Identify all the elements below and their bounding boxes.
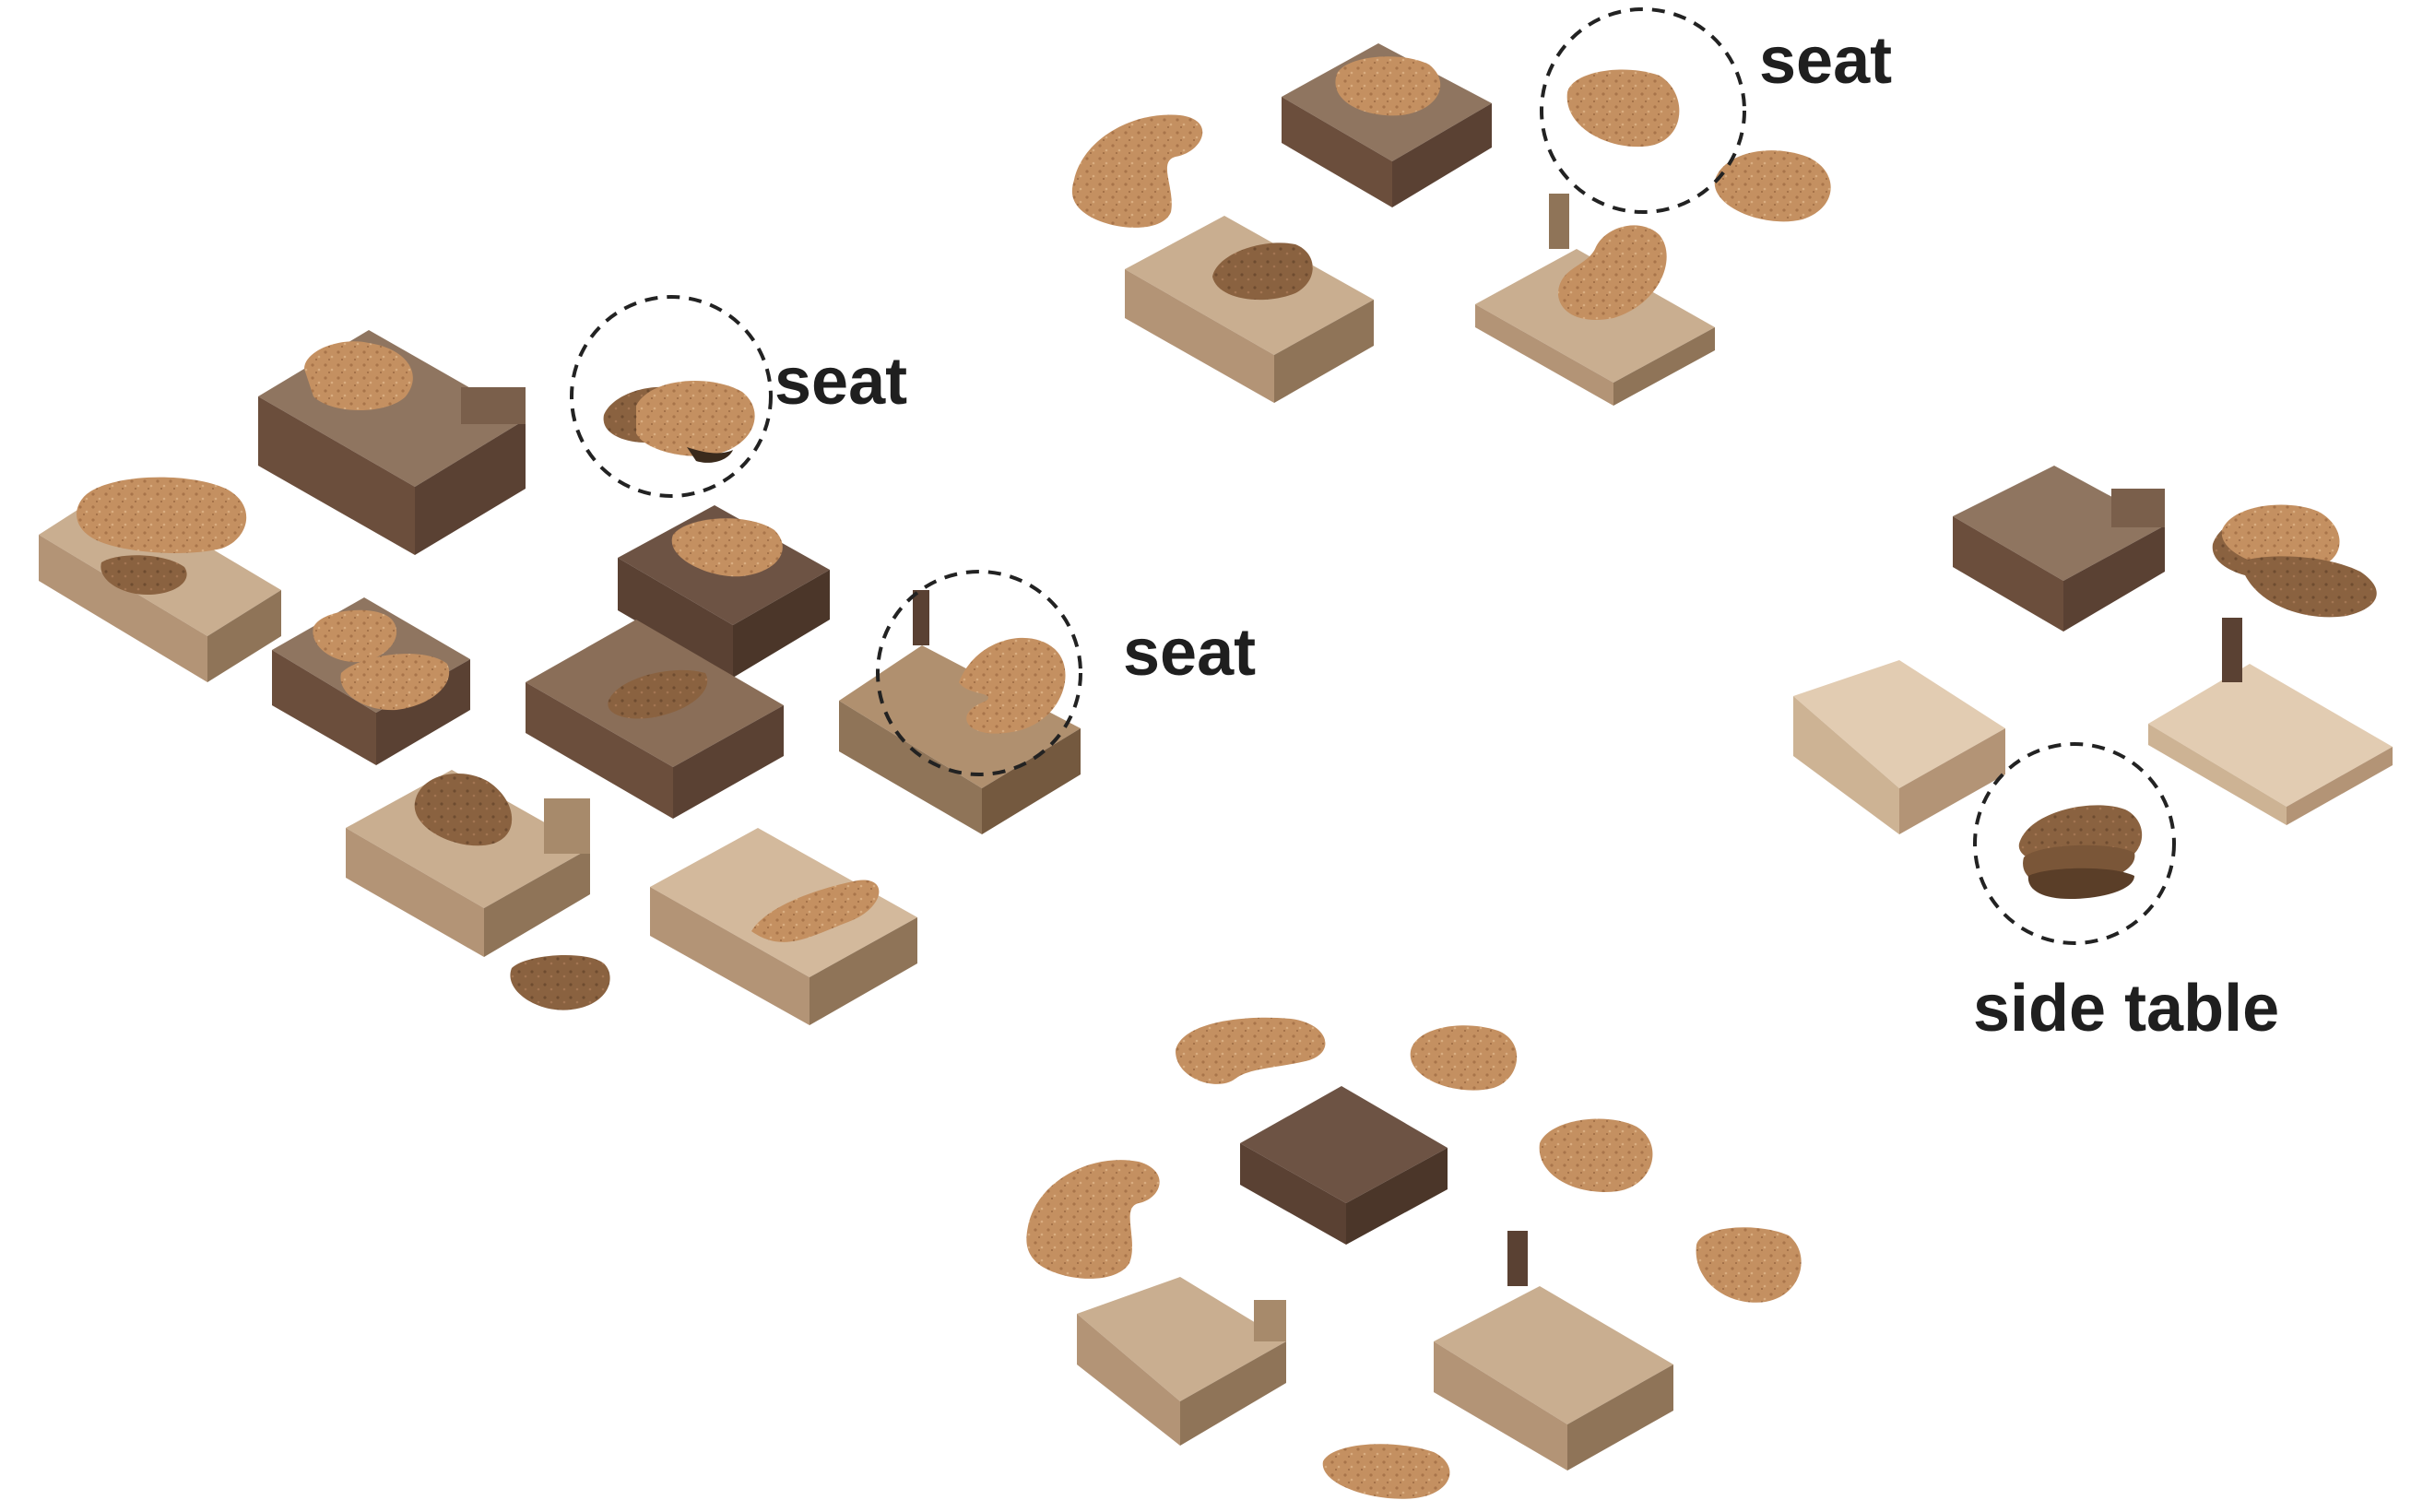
label-side-table: side table <box>1973 975 2279 1042</box>
cork-pad <box>1696 1227 1802 1303</box>
wood-block <box>1282 43 1492 207</box>
wood-block <box>258 330 526 555</box>
cork-stack <box>2019 805 2142 899</box>
label-seat-left-lower: seat <box>1123 620 1256 686</box>
wood-block <box>1434 1231 1673 1471</box>
wood-block <box>1077 1277 1286 1446</box>
bottom-arrangement <box>1026 1018 1801 1499</box>
label-seat-top: seat <box>1759 28 1892 94</box>
wood-block <box>272 597 470 765</box>
wood-block <box>839 590 1081 834</box>
cork-pad <box>1176 1018 1325 1084</box>
wood-block <box>1793 660 2005 834</box>
cork-pad <box>1323 1444 1450 1498</box>
top-arrangement <box>1072 43 1831 406</box>
cork-pad <box>1540 1119 1653 1192</box>
cork-pad <box>1026 1160 1159 1279</box>
cork-pad <box>1072 114 1202 227</box>
cork-pad <box>1567 70 1680 148</box>
wood-block <box>1953 466 2165 632</box>
cork-pad <box>77 478 246 553</box>
cork-pad <box>510 955 609 1010</box>
wood-block <box>1125 216 1374 403</box>
label-seat-left-upper: seat <box>774 348 907 415</box>
cork-stack <box>2213 505 2377 618</box>
left-arrangement <box>39 330 1081 1025</box>
wood-block <box>2148 618 2393 825</box>
cork-stack <box>604 381 755 463</box>
right-arrangement <box>1793 466 2393 899</box>
wood-block <box>346 770 590 957</box>
cork-pad <box>1411 1025 1517 1090</box>
wood-block <box>1240 1086 1448 1245</box>
wood-block <box>650 828 917 1025</box>
wood-block <box>39 478 281 682</box>
wood-block <box>1475 194 1715 406</box>
